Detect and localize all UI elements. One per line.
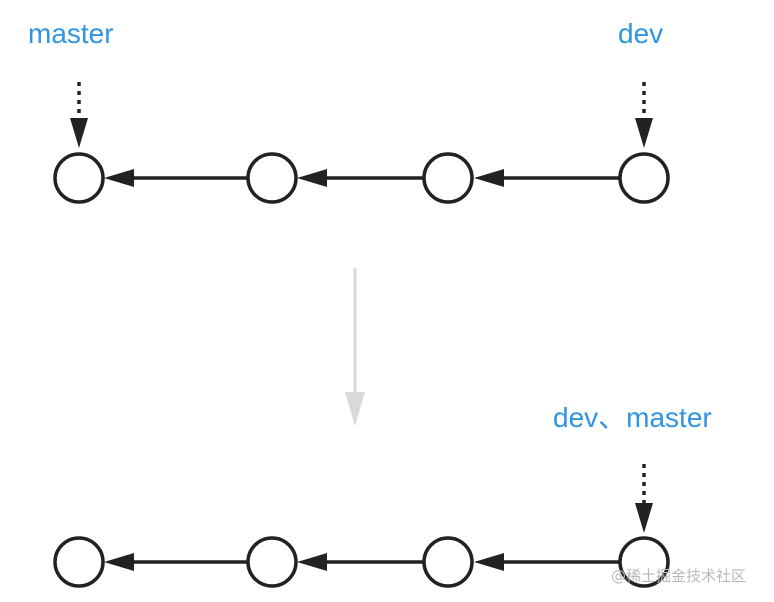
after-state: dev、master bbox=[53, 402, 712, 588]
commit-edge bbox=[474, 169, 619, 187]
commit-node bbox=[246, 536, 298, 588]
commit-node bbox=[422, 536, 474, 588]
master-branch-label: master bbox=[28, 18, 114, 49]
commit-edge bbox=[297, 553, 423, 571]
commit-node bbox=[618, 536, 670, 588]
commit-node bbox=[246, 152, 298, 204]
commit-edge bbox=[297, 169, 423, 187]
before-state: master dev bbox=[28, 18, 670, 204]
commit-edge bbox=[104, 169, 247, 187]
dev-master-pointer-arrow bbox=[635, 464, 653, 533]
dev-branch-label: dev bbox=[618, 18, 663, 49]
commit-edge bbox=[474, 553, 619, 571]
watermark-text: @稀土掘金技术社区 bbox=[611, 567, 746, 585]
commit-node bbox=[618, 152, 670, 204]
master-pointer-arrow bbox=[70, 82, 88, 148]
commit-node bbox=[53, 536, 105, 588]
dev-master-branch-label: dev、master bbox=[553, 402, 712, 433]
commit-edge bbox=[104, 553, 247, 571]
commit-node bbox=[53, 152, 105, 204]
transition-arrow bbox=[345, 268, 365, 426]
dev-pointer-arrow bbox=[635, 82, 653, 148]
commit-node bbox=[422, 152, 474, 204]
